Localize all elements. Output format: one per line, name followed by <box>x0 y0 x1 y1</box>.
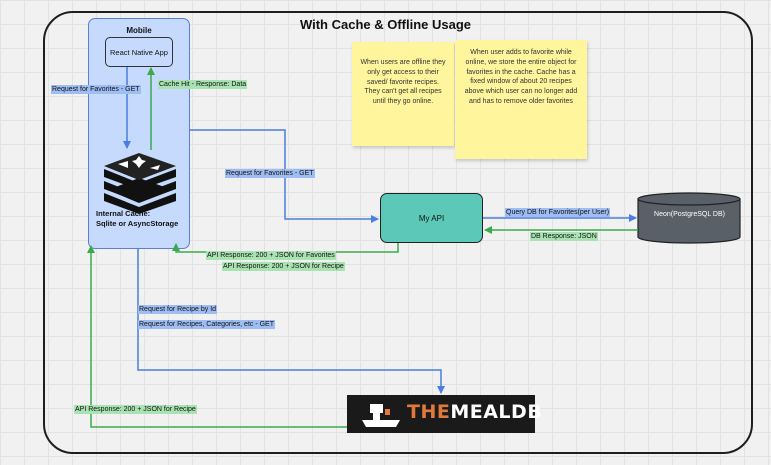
label-request-recipes-categories: Request for Recipes, Categories, etc - G… <box>138 320 275 329</box>
diagram-title: With Cache & Offline Usage <box>299 17 472 32</box>
label-request-favorites-api: Request for Favorites - GET <box>225 169 315 178</box>
edge-themealdb-response <box>87 245 347 428</box>
internal-cache-label-line1: Internal Cache: <box>96 209 151 218</box>
redis-cache-icon <box>104 153 176 214</box>
mobile-title: Mobile <box>126 26 152 35</box>
label-db-response: DB Response: JSON <box>530 232 598 241</box>
themealdb-wordmark-prefix: THE <box>407 401 451 423</box>
label-api-response-recipe: API Response: 200 + JSON for Recipe <box>222 262 345 271</box>
label-cache-hit: Cache Hit - Response: Data <box>158 80 248 89</box>
label-request-favorites-cache: Request for Favorites - GET <box>51 85 141 94</box>
neon-db-icon <box>637 192 741 244</box>
internal-cache-label: Internal Cache: Sqlite or AsyncStorage <box>96 209 191 229</box>
label-query-db: Query DB for Favorites(per User) <box>505 208 611 217</box>
diagram-frame <box>43 11 753 454</box>
label-api-response-favorites: API Response: 200 + JSON for Favorites <box>206 251 336 260</box>
react-native-app-node: React Native App <box>105 37 173 67</box>
themealdb-wordmark: THEMEALDB <box>407 401 542 423</box>
label-request-recipe-by-id: Request for Recipe by Id <box>138 305 218 314</box>
my-api-node: My API <box>380 193 483 243</box>
internal-cache-label-line2: Sqlite or AsyncStorage <box>96 219 179 229</box>
label-api-response-recipe-meal: API Response: 200 + JSON for Recipe <box>74 405 197 414</box>
neon-db-label: Neon(PostgreSQL DB) <box>654 211 725 218</box>
favorites-sticky-note: When user adds to favorite while online,… <box>455 40 587 159</box>
offline-sticky-note: When users are offline they only get acc… <box>352 42 454 146</box>
themealdb-wordmark-suffix: MEALDB <box>450 401 543 423</box>
